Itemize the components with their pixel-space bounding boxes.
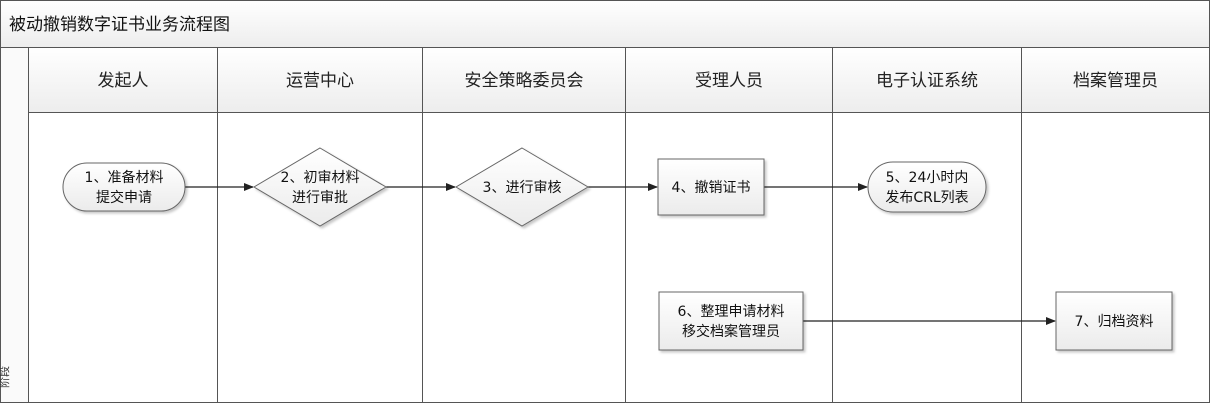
node-n1-label-line-1: 1、准备材料: [85, 169, 164, 186]
lane-header-handler: 受理人员: [695, 71, 763, 91]
node-n2-label-line-1: 2、初审材料: [281, 169, 360, 186]
lanes: 发起人 运营中心 安全策略委员会 受理人员 电子认证系统 档案管理员: [98, 47, 1158, 403]
node-n6-label-line-2: 移交档案管理员: [682, 323, 780, 340]
lane-header-archivist: 档案管理员: [1073, 71, 1158, 91]
terminal-shape-n5: [867, 161, 987, 213]
edges: [185, 183, 1056, 325]
node-n4-process: 4、撤销证书: [657, 158, 765, 216]
stage-label: 阶段: [0, 366, 11, 388]
terminal-shape-n1: [62, 162, 186, 212]
node-n3-decision: 3、进行审核: [455, 147, 589, 227]
decision-shape-n3: [455, 147, 589, 227]
lane-header-security: 安全策略委员会: [465, 71, 584, 91]
lane-header-band: [28, 47, 1210, 113]
node-n7-process: 7、归档资料: [1055, 291, 1173, 351]
node-n4-label-line-1: 4、撤销证书: [672, 180, 751, 196]
node-n6-label-line-1: 6、整理申请材料: [678, 304, 785, 320]
node-n5-label-line-2: 发布CRL列表: [885, 190, 968, 206]
process-shape-n4: [657, 158, 765, 216]
lane-header-ops: 运营中心: [286, 71, 354, 91]
lane-header-initiator: 发起人: [98, 71, 149, 91]
diagram-title: 被动撤销数字证书业务流程图: [9, 15, 230, 35]
process-shape-n6: [658, 291, 804, 351]
node-n2-label-line-2: 进行审批: [292, 190, 348, 206]
node-n1-label-line-2: 提交申请: [96, 189, 152, 206]
node-n5-label-line-1: 5、24小时内: [886, 170, 969, 186]
lane-header-ecert: 电子认证系统: [876, 71, 978, 91]
decision-shape-n2: [253, 147, 387, 227]
process-shape-n7: [1055, 291, 1173, 351]
title-bar: [0, 0, 1210, 48]
node-n7-label-line-1: 7、归档资料: [1075, 313, 1154, 330]
stage-column: [0, 47, 29, 403]
node-n3-label-line-1: 3、进行审核: [483, 180, 562, 196]
